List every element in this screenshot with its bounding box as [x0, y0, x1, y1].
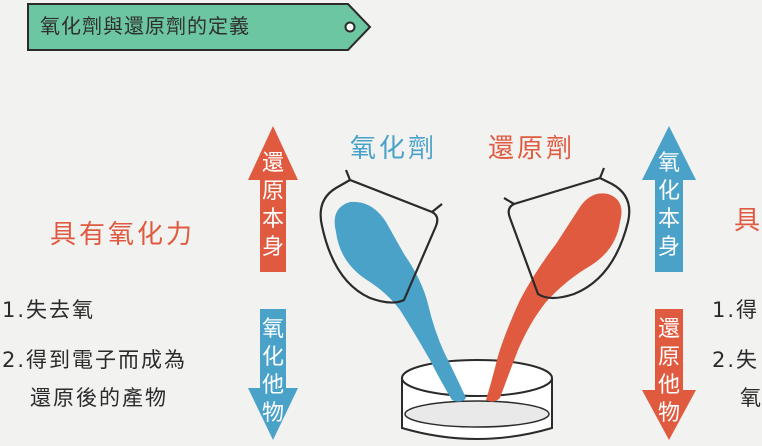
arrow-char: 物	[657, 401, 680, 426]
right-beaker	[503, 167, 631, 300]
arrow-char: 本	[261, 207, 284, 232]
left-item-2-line1: 2.得到電子而成為	[2, 348, 188, 372]
petri-dish	[401, 359, 553, 440]
left-item-2-line2: 還原後的產物	[30, 386, 168, 410]
arrow-char: 物	[261, 401, 284, 426]
reductant-label: 還原劑	[488, 134, 576, 164]
right-heading: 具	[734, 206, 762, 236]
arrow-char: 原	[657, 345, 680, 370]
arrow-char: 氧	[261, 317, 284, 342]
arrow-char: 還	[261, 151, 284, 176]
right-down-arrow-label: 還 原 他 物	[655, 316, 683, 428]
arrow-char: 氧	[657, 151, 680, 176]
tag-hole-icon	[344, 21, 356, 33]
right-up-arrow-label: 氧 化 本 身	[655, 150, 683, 262]
arrow-char: 化	[261, 345, 284, 370]
left-heading: 具有氧化力	[50, 220, 196, 250]
left-item-1: 1.失去氧	[2, 298, 96, 322]
title-tag	[27, 3, 372, 51]
arrow-char: 化	[657, 179, 680, 204]
left-down-arrow	[248, 309, 298, 440]
oxidant-label: 氧化劑	[350, 134, 438, 164]
left-down-arrow-label: 氧 化 他 物	[259, 316, 287, 428]
arrow-char: 他	[657, 373, 680, 398]
arrow-char: 身	[261, 235, 284, 260]
left-beaker	[319, 169, 443, 304]
arrow-char: 身	[657, 235, 680, 260]
red-liquid	[486, 193, 622, 402]
arrow-char: 本	[657, 207, 680, 232]
right-item-1: 1.得	[712, 298, 760, 322]
left-up-arrow	[248, 126, 298, 272]
right-up-arrow	[642, 126, 696, 272]
right-item-2: 2.失	[712, 348, 760, 372]
right-item-2b: 氧	[740, 386, 762, 410]
right-down-arrow	[642, 309, 696, 440]
arrow-char: 還	[657, 317, 680, 342]
left-up-arrow-label: 還 原 本 身	[259, 150, 287, 262]
arrow-char: 他	[261, 373, 284, 398]
title-tag-text: 氧化劑與還原劑的定義	[40, 14, 250, 38]
arrow-char: 原	[261, 179, 284, 204]
